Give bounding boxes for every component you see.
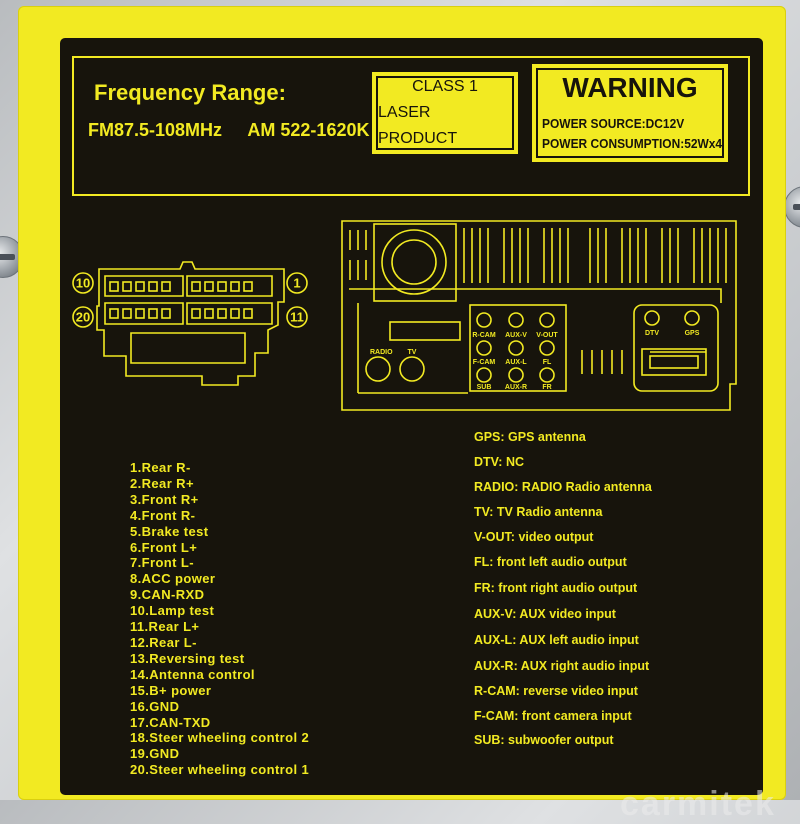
am-range: AM 522-1620KHz [247,120,392,140]
list-item: AUX-V: AUX video input [474,607,616,621]
list-item: 7.Front L- [130,555,194,571]
connector-pin-20-label: 20 [76,310,90,325]
list-item: 19.GND [130,746,180,762]
list-item: SUB: subwoofer output [474,733,614,747]
list-item: RADIO: RADIO Radio antenna [474,480,652,494]
rear-panel-outline [341,220,737,411]
fm-range: FM87.5-108MHz [88,120,223,140]
av-jack-block [469,304,567,392]
pin-assignment-list: 1.Rear R- 2.Rear R+ 3.Front R+ 4.Front R… [130,460,309,778]
connector-pin-11-label: 11 [290,310,304,325]
list-item: AUX-L: AUX left audio input [474,633,639,647]
label-panel: Frequency Range: FM87.5-108MHz AM 522-16… [60,38,774,823]
connector-pin-10-label: 10 [76,276,90,291]
rear-panel-vents [349,228,727,374]
list-item: GPS: GPS antenna [474,430,586,444]
wiring-diagram: 10 1 20 11 RADIO TV R-CAM AUX-V V-OUT F-… [72,220,737,411]
list-item: 9.CAN-RXD [130,587,205,603]
list-item: 12.Rear L- [130,634,197,650]
laser-product: LASER PRODUCT [378,104,458,147]
list-item: 14.Antenna control [130,666,255,682]
list-item: TV: TV Radio antenna [474,505,603,519]
power-consumption: POWER CONSUMPTION:52Wx4 [542,136,723,151]
antenna-connector-block [633,304,719,392]
list-item: 10.Lamp test [130,603,215,619]
fr-port-label: FR [542,384,551,391]
list-item: DTV: NC [474,455,524,469]
list-item: 18.Steer wheeling control 2 [130,730,310,746]
laser-class-box: CLASS 1 LASER PRODUCT [370,70,520,156]
gps-port-label: GPS [685,330,700,337]
sub-port-label: SUB [477,384,492,391]
list-item: 2.Rear R+ [130,475,194,491]
list-item: AUX-R: AUX right audio input [474,659,650,673]
tv-port-label: TV [408,349,417,356]
power-source: POWER SOURCE:DC12V [542,116,685,131]
list-item: 4.Front R- [130,507,196,523]
rcam-port-label: R-CAM [472,332,495,339]
list-item: R-CAM: reverse video input [474,684,638,698]
list-item: FR: front right audio output [474,581,638,595]
list-item: FL: front left audio output [474,555,627,569]
connector-outline [96,261,285,386]
list-item: 11.Rear L+ [130,619,200,635]
list-item: 5.Brake test [130,523,209,539]
list-item: 8.ACC power [130,571,216,587]
radio-port-label: RADIO [370,349,393,356]
list-item: 6.Front L+ [130,539,198,555]
connector-pin-1-label: 1 [293,276,300,291]
auxr-port-label: AUX-R [505,384,527,391]
vout-port-label: V-OUT [536,332,558,339]
list-item: 13.Reversing test [130,650,245,666]
list-item: 3.Front R+ [130,491,199,507]
frequency-title: Frequency Range: [94,80,286,105]
auxv-port-label: AUX-V [505,332,527,339]
screw-right-icon [784,186,800,228]
warning-title: WARNING [562,72,698,103]
list-item: 20.Steer wheeling control 1 [130,762,310,778]
list-item: F-CAM: front camera input [474,709,632,723]
auxl-port-label: AUX-L [505,359,527,366]
header-box: Frequency Range: FM87.5-108MHz AM 522-16… [72,56,750,196]
connector-pins [109,281,253,319]
list-item: 16.GND [130,698,180,714]
list-item: 1.Rear R- [130,460,191,475]
fcam-port-label: F-CAM [473,359,496,366]
frequency-values: FM87.5-108MHz AM 522-1620KHz [88,120,391,141]
watermark: carmitek [620,785,776,823]
list-item: 15.B+ power [130,682,212,698]
fl-port-label: FL [543,359,552,366]
laser-class: CLASS 1 [412,78,478,95]
list-item: V-OUT: video output [474,530,594,544]
warning-box: WARNING POWER SOURCE:DC12V POWER CONSUMP… [532,64,728,162]
dtv-port-label: DTV [645,330,659,337]
list-item: 17.CAN-TXD [130,714,211,730]
